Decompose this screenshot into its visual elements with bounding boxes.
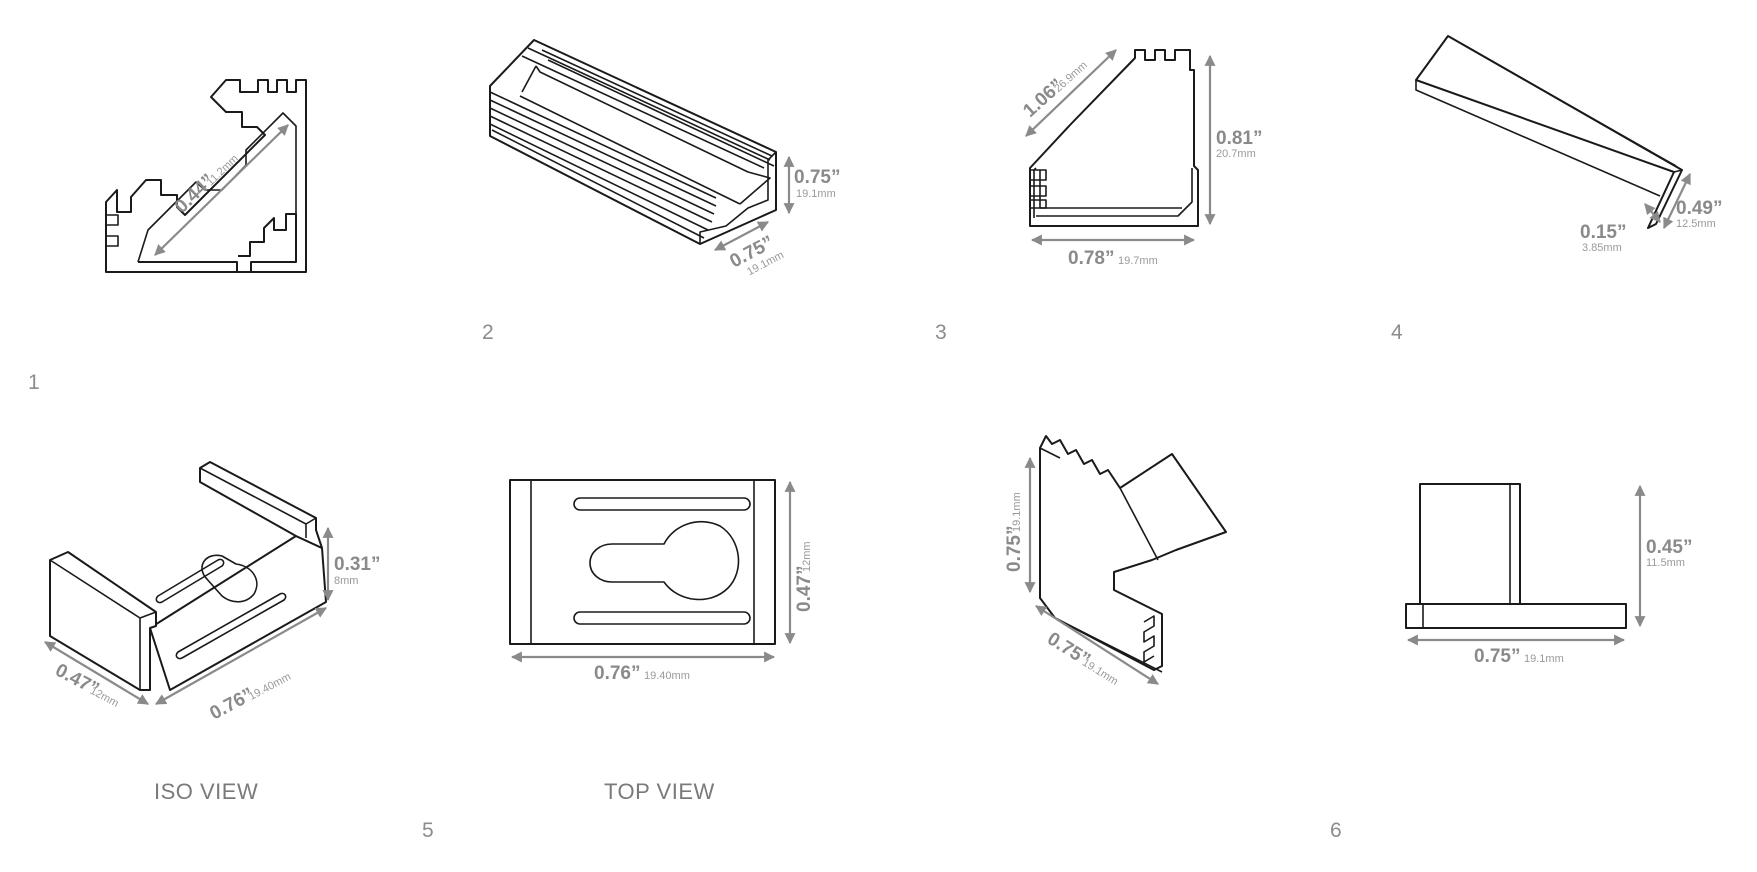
dim-main: 0.47” [794, 566, 815, 612]
dim-metric: 12mm [801, 541, 813, 572]
figure-3-end-cap-profile: 1.06” 26.9mm 0.81” 20.7mm 0.78” 19.7mm [1019, 49, 1262, 269]
figure-number-4: 4 [1391, 321, 1403, 344]
end-cap-teeth [1030, 169, 1047, 209]
clip-keyhole-slot [201, 554, 258, 603]
clip-base-plate [149, 535, 327, 691]
bracket-side-upright [1419, 483, 1521, 605]
figure-1-corner-profile: 0.44” 11.2mm [105, 79, 307, 273]
extrusion-end-face [699, 151, 777, 244]
depth-dimension-arrow [1035, 605, 1159, 685]
depth-dimension-arrow [44, 641, 149, 705]
diagonal-dimension-arrow [154, 124, 289, 256]
dim-metric: 19.40mm [247, 671, 293, 703]
clip-top-keyhole [589, 520, 740, 601]
dim-main: 0.78” [1068, 248, 1114, 269]
dim-main: 0.45” [1646, 537, 1692, 558]
dim-main: 0.15” [1580, 222, 1626, 243]
dim-metric: 26.9mm [1052, 59, 1090, 95]
clip-right-wall-top [199, 467, 317, 538]
clip-slot-left [155, 558, 225, 604]
dim-metric: 8mm [334, 575, 358, 587]
dim-main: 0.76” [594, 663, 640, 684]
dim-main: 0.49” [1676, 198, 1722, 219]
clip-right-wall [199, 461, 323, 549]
top-view-caption: TOP VIEW [604, 779, 715, 804]
thickness-dimension-arrow [1644, 203, 1661, 223]
extrusion-ribs-top [521, 47, 775, 169]
dim-metric: 11.5mm [1646, 557, 1685, 569]
dim-metric: 3.85mm [1582, 242, 1622, 254]
corner-profile-teeth-left [105, 202, 119, 257]
extrusion-ribs-bottom [489, 91, 717, 239]
figure-4-angle-cover: 0.15” 3.85mm 0.49” 12.5mm [1415, 35, 1722, 254]
dim-metric: 19.40mm [644, 670, 690, 682]
end-cap-outline [1029, 49, 1199, 227]
clip-top-slot-upper [573, 497, 751, 511]
dim-metric: 20.7mm [1216, 148, 1256, 160]
figure-5-clip-iso-view: 0.31” 8mm 0.47” 12mm 0.76” 19.40mm [44, 461, 380, 724]
width-dimension-arrow [714, 221, 769, 251]
figure-6-bracket-side-view: 0.45” 11.5mm 0.75” 19.1mm [1405, 483, 1692, 667]
dim-metric: 19.1mm [1080, 657, 1120, 688]
iso-view-caption: ISO VIEW [154, 779, 258, 804]
figure-number-2: 2 [482, 321, 494, 344]
leg-dimension-arrow [1663, 173, 1691, 229]
figure-number-3: 3 [935, 321, 947, 344]
figure-5-clip-top-view: 0.47” 12mm 0.76” 19.40mm [509, 479, 815, 684]
dim-metric: 19.1mm [1011, 492, 1023, 532]
angle-cover-outline [1415, 35, 1683, 229]
dim-metric: 12.5mm [1676, 218, 1716, 230]
bracket-side-base [1405, 603, 1627, 629]
figure-2-extrusion-iso: 0.75” 19.1mm 0.75” 19.1mm [489, 39, 840, 278]
dim-metric: 19.1mm [796, 188, 836, 200]
clip-top-outline [509, 479, 776, 645]
clip-top-slot-lower [573, 611, 751, 625]
dim-main: 0.75” [1474, 646, 1520, 667]
figure-number-6: 6 [1330, 819, 1342, 842]
angle-cover-edges [1415, 43, 1683, 197]
dim-main: 0.75” [794, 167, 840, 188]
width-dimension-arrow [155, 607, 327, 705]
extrusion-inner-channel [519, 65, 771, 205]
dim-metric: 19.7mm [1118, 255, 1158, 267]
dim-main: 0.81” [1216, 128, 1262, 149]
diagonal-dimension-arrow [1025, 49, 1117, 137]
figure-6-corner-bracket-iso: 0.75” 19.1mm 0.75” 19.1mm [1004, 435, 1227, 688]
dim-metric: 12mm [88, 685, 121, 710]
figure-number-1: 1 [28, 371, 40, 394]
dim-main: 0.75” [1004, 526, 1025, 572]
dim-main: 0.31” [334, 554, 380, 575]
dim-metric: 19.1mm [1524, 653, 1564, 665]
figure-number-5: 5 [422, 819, 434, 842]
bracket-upright [1039, 435, 1227, 671]
